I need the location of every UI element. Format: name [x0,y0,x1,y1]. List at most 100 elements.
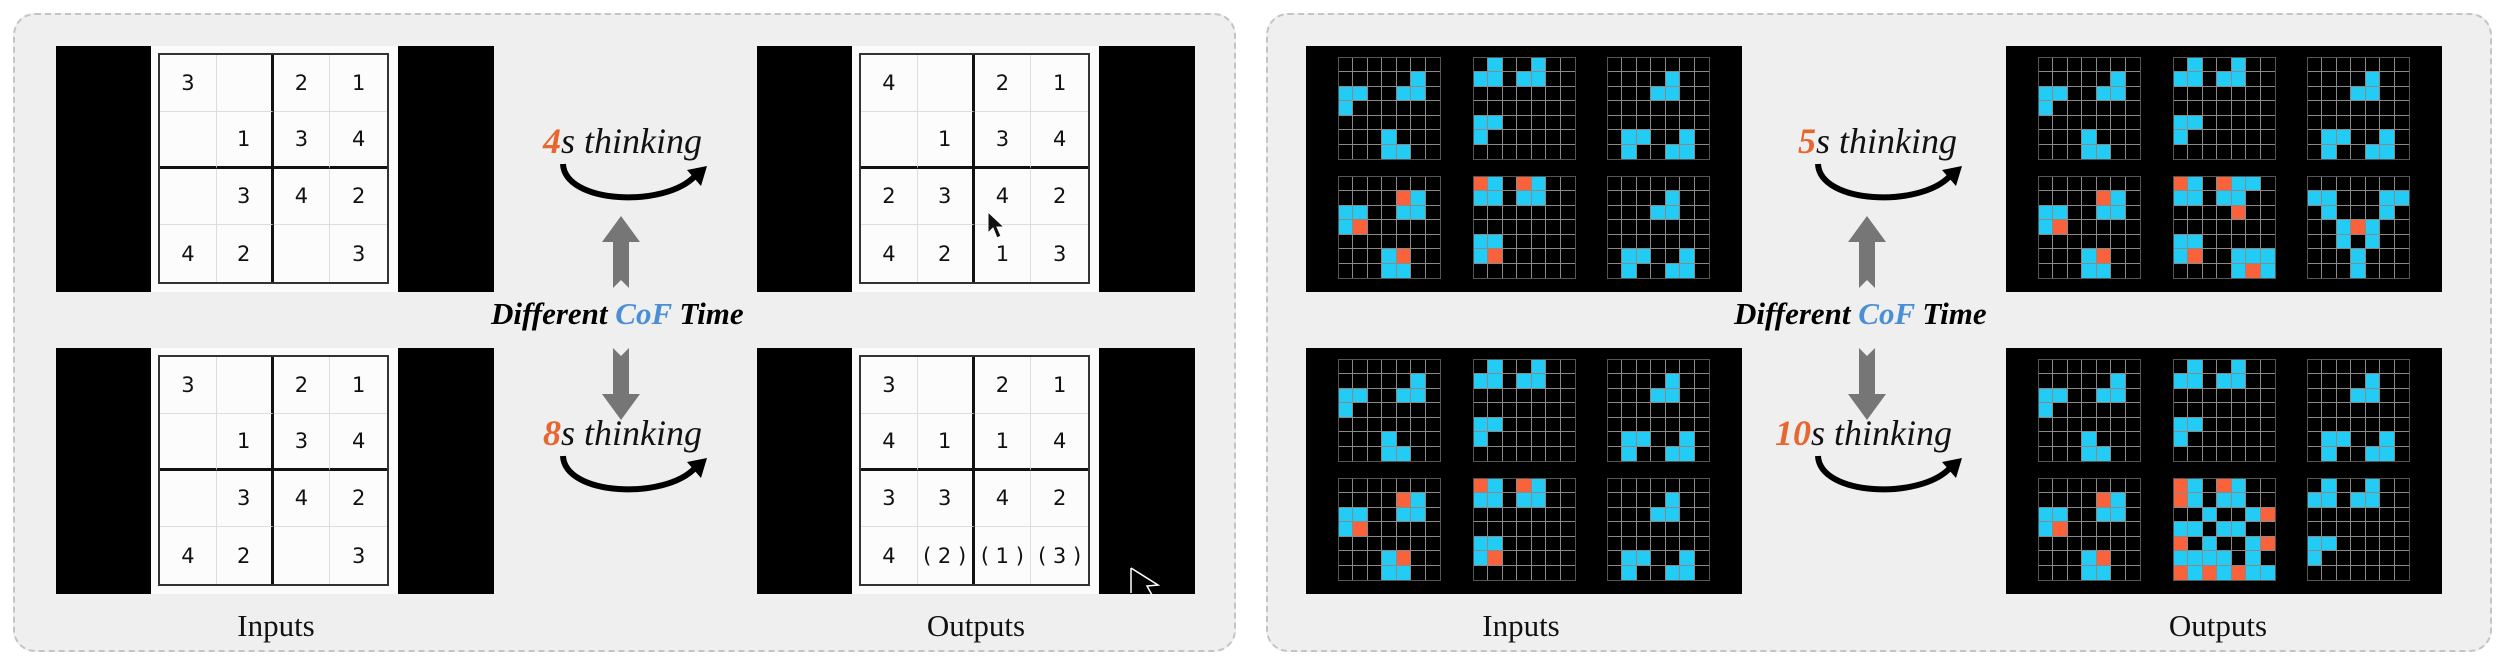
arc-cell [1339,205,1354,221]
arc-cell [1339,493,1354,508]
arc-cell [1411,360,1426,375]
arc-cell [1517,191,1532,206]
arc-cell [2336,263,2352,278]
arc-cell [1651,101,1666,116]
arc-cell [2308,220,2323,235]
arc-cell [2231,249,2247,264]
arc-cell [1651,388,1666,404]
arc-cell [1502,177,1518,192]
arc-cell [1517,388,1532,404]
arc-cell [2394,234,2409,250]
arc-output-bottom [2006,348,2442,594]
arc-cell [1488,191,1503,206]
arc-cell [2260,360,2275,375]
arc-cell [2351,191,2366,206]
arc-cell [2217,72,2232,87]
arc-cell [2336,115,2352,131]
arc-cell [1396,417,1412,433]
arc-cell [2082,177,2097,192]
arc-cell [1488,374,1503,389]
arc-cell [1353,432,1368,447]
arc-cell [1651,507,1666,523]
arc-cell [2351,72,2366,87]
sudoku-cell: 2 [974,55,1032,112]
sudoku-cell: 3 [861,357,918,414]
arc-cell [1546,479,1561,494]
arc-cell [2217,374,2232,389]
arc-cell [2394,551,2409,566]
sudoku-cell: 1 [975,225,1032,282]
arc-cell [1694,493,1709,508]
arc-cell [2111,191,2126,206]
arc-cell [2322,205,2337,221]
arc-cell [1531,403,1547,418]
arc-cell [1608,263,1623,278]
arc-cell [1546,388,1561,404]
arc-cell [1517,479,1532,494]
arc-cell [2336,446,2352,461]
arc-cell [1636,177,1652,192]
arc-cell [1502,565,1518,580]
arc-cell [1608,101,1623,116]
arc-cell [1353,101,1368,116]
arc-cell [2351,551,2366,566]
arc-cell [2188,101,2203,116]
arc-cell [2202,72,2218,87]
arc-cell [2188,565,2203,580]
arc-cell [2125,130,2140,145]
arc-cell [2365,479,2381,494]
arc-cell [2394,403,2409,418]
arc-cell [2039,144,2054,159]
arc-cell [1425,220,1440,235]
arc-cell [2231,263,2247,278]
arc-cell [1636,507,1652,523]
arc-cell [1665,191,1681,206]
arc-cell [2096,374,2112,389]
arc-cell [2231,493,2247,508]
arc-cell [1680,130,1695,145]
arc-cell [2125,101,2140,116]
arc-cell [1502,374,1518,389]
arc-cell [2394,72,2409,87]
arc-cell [2188,374,2203,389]
arc-cell [1411,205,1426,221]
arc-cell [2125,249,2140,264]
arc-cell [1651,205,1666,221]
sudoku-cell: 4 [1031,414,1088,471]
arc-cell [2246,536,2261,552]
arc-cell [2336,479,2352,494]
arc-cell [2351,130,2366,145]
arc-cell [1382,374,1397,389]
arc-cell [2053,551,2068,566]
arc-cell [2188,191,2203,206]
arc-cell [1517,403,1532,418]
arc-cell [1502,72,1518,87]
arc-cell [1367,234,1383,250]
arc-cell [1694,101,1709,116]
sudoku-cell: ( 2 ) [918,527,975,584]
arc-cell [1531,86,1547,102]
arc-cell [2231,191,2247,206]
arc-cell [2053,263,2068,278]
arc-cell [1396,191,1412,206]
arc-cell [1396,130,1412,145]
arc-cell [1531,388,1547,404]
arc-cell [2260,177,2275,192]
sudoku-cell: ( 3 ) [1038,543,1082,568]
arc-cell [2308,263,2323,278]
arc-cell [2322,403,2337,418]
arc-cell [2260,507,2275,523]
arc-cell [1425,58,1440,73]
arc-cell [1517,551,1532,566]
arc-cell [1425,130,1440,145]
arc-cell [1339,263,1354,278]
arc-cell [1502,388,1518,404]
arc-cell [2188,86,2203,102]
arc-cell [2246,479,2261,494]
arc-cell [1560,130,1575,145]
arc-cell [2202,446,2218,461]
arc-cell [2380,536,2395,552]
arc-cell [1560,249,1575,264]
arc-cell [2174,388,2189,404]
cof-caption: Different CoF Time [491,296,744,331]
